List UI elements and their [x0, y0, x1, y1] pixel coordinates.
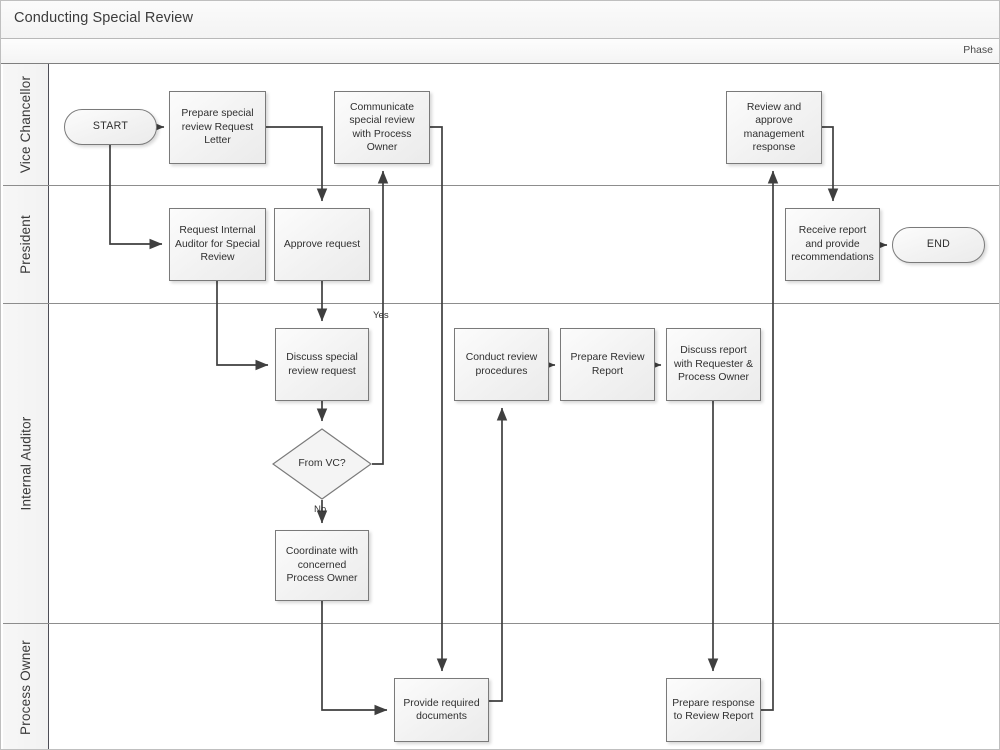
lane-header-process-owner: Process Owner [3, 624, 49, 749]
node-label-provide-documents: Provide required documents [403, 697, 480, 722]
node-label-communicate-po: Communicate special review with Process … [349, 101, 415, 153]
node-label-approve-request: Approve request [283, 238, 361, 250]
node-end[interactable]: END [892, 227, 985, 263]
node-label-receive-report: Receive report and provide recommendatio… [791, 225, 874, 264]
lane-header-president: President [3, 186, 49, 303]
node-conduct-review-proc[interactable]: Conduct review procedures [454, 328, 549, 401]
node-review-approve-mgmt[interactable]: Review and approve management response [726, 91, 822, 164]
node-label-prepare-review-report: Prepare Review Report [570, 352, 645, 377]
diagram-title-bar: Conducting Special Review [1, 1, 999, 39]
node-label-discuss-special-review: Discuss special review request [286, 352, 358, 377]
node-prepare-letter[interactable]: Prepare special review Request Letter [169, 91, 266, 164]
node-provide-documents[interactable]: Provide required documents [394, 678, 489, 742]
node-label-request-internal-aud: Request Internal Auditor for Special Rev… [175, 225, 260, 264]
node-label-start: START [92, 120, 129, 133]
node-label-prepare-response: Prepare response to Review Report [672, 697, 755, 722]
lane-label-process-owner: Process Owner [18, 639, 34, 735]
node-prepare-response[interactable]: Prepare response to Review Report [666, 678, 761, 742]
node-label-end: END [926, 238, 951, 251]
node-label-conduct-review-proc: Conduct review procedures [465, 352, 538, 377]
phase-label: Phase [963, 44, 993, 56]
lane-header-internal-auditor: Internal Auditor [3, 304, 49, 623]
lane-body-process-owner [49, 624, 999, 749]
node-request-internal-aud[interactable]: Request Internal Auditor for Special Rev… [169, 208, 266, 281]
node-prepare-review-report[interactable]: Prepare Review Report [560, 328, 655, 401]
swimlane-process-owner: Process Owner [3, 624, 999, 749]
node-label-coordinate-po: Coordinate with concerned Process Owner [285, 546, 359, 585]
lane-label-internal-auditor: Internal Auditor [18, 416, 34, 511]
page-title: Conducting Special Review [14, 10, 194, 26]
node-communicate-po[interactable]: Communicate special review with Process … [334, 91, 430, 164]
node-from-vc[interactable]: From VC? [272, 428, 372, 500]
lane-label-vice-chancellor: Vice Chancellor [18, 75, 33, 174]
node-start[interactable]: START [64, 109, 157, 145]
node-discuss-special-review[interactable]: Discuss special review request [275, 328, 369, 401]
node-label-from-vc: From VC? [298, 458, 346, 470]
node-discuss-report[interactable]: Discuss report with Requester & Process … [666, 328, 761, 401]
edge-label-no-label: No [314, 504, 327, 515]
node-label-discuss-report: Discuss report with Requester & Process … [673, 345, 754, 384]
node-approve-request[interactable]: Approve request [274, 208, 370, 281]
node-coordinate-po[interactable]: Coordinate with concerned Process Owner [275, 530, 369, 601]
node-label-prepare-letter: Prepare special review Request Letter [181, 108, 254, 147]
node-receive-report[interactable]: Receive report and provide recommendatio… [785, 208, 880, 281]
node-label-review-approve-mgmt: Review and approve management response [743, 101, 805, 153]
lane-header-vice-chancellor: Vice Chancellor [3, 64, 49, 185]
edge-label-yes-label: Yes [373, 310, 389, 321]
decision-diamond-shape [272, 428, 372, 500]
lane-label-president: President [18, 215, 33, 274]
phase-bar: Phase [1, 39, 999, 64]
